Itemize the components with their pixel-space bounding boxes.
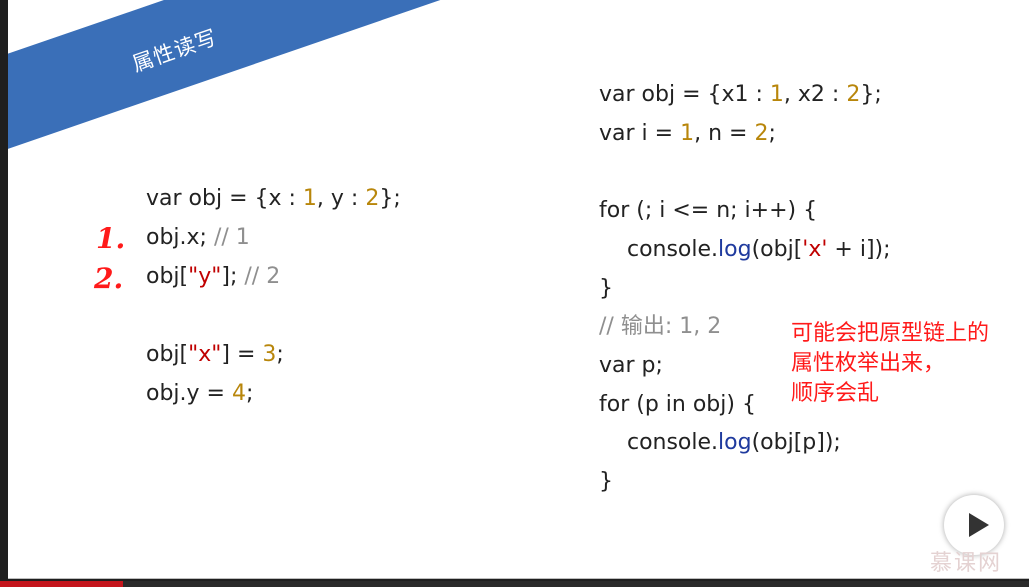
marker-2: 2.: [94, 262, 124, 295]
right-code-line-4: for (; i <= n; i++) {: [599, 198, 818, 224]
slide: 属性读写 var obj = {x : 1, y : 2};obj.x; // …: [8, 0, 1029, 579]
left-code-line-1: var obj = {x : 1, y : 2};: [146, 186, 401, 211]
progress-bar[interactable]: [0, 581, 1029, 587]
left-code-line-3: obj["y"]; // 2: [146, 264, 281, 289]
left-code-line-6: obj.y = 4;: [146, 381, 254, 406]
right-code-line-1: var obj = {x1 : 1, x2 : 2};: [599, 82, 882, 107]
right-code-line-2: var i = 1, n = 2;: [599, 120, 776, 146]
left-code-line-2: obj.x; // 1: [146, 225, 250, 250]
right-code-line-6: }: [599, 275, 613, 301]
watermark: 慕课网: [930, 550, 1003, 575]
right-code-line-10: console.log(obj[p]);: [599, 430, 841, 456]
right-code-line-7: // 输出: 1, 2: [599, 314, 722, 340]
right-code-line-8: var p;: [599, 352, 663, 378]
play-button[interactable]: [944, 495, 1004, 555]
annotation-line-2: 属性枚举出来，: [791, 350, 946, 375]
annotation-note: 可能会把原型链上的 属性枚举出来， 顺序会乱: [791, 318, 989, 408]
marker-1: 1.: [96, 222, 126, 255]
right-code-line-5: console.log(obj['x' + i]);: [599, 236, 891, 262]
right-code-line-11: }: [599, 469, 613, 494]
left-code-block: var obj = {x : 1, y : 2}; obj.x; // 1 obj[…: [146, 184, 566, 424]
annotation-line-1: 可能会把原型链上的: [791, 320, 990, 345]
left-code-line-5: obj["x"] = 3;: [146, 342, 284, 367]
title-ribbon: [8, 0, 580, 181]
right-code-block: var obj = {x1 : 1, x2 : 2}; var i = 1, n …: [599, 80, 1019, 500]
right-code-line-9: for (p in obj) {: [599, 391, 756, 417]
annotation-line-3: 顺序会乱: [791, 380, 880, 405]
progress-fill: [0, 581, 124, 587]
